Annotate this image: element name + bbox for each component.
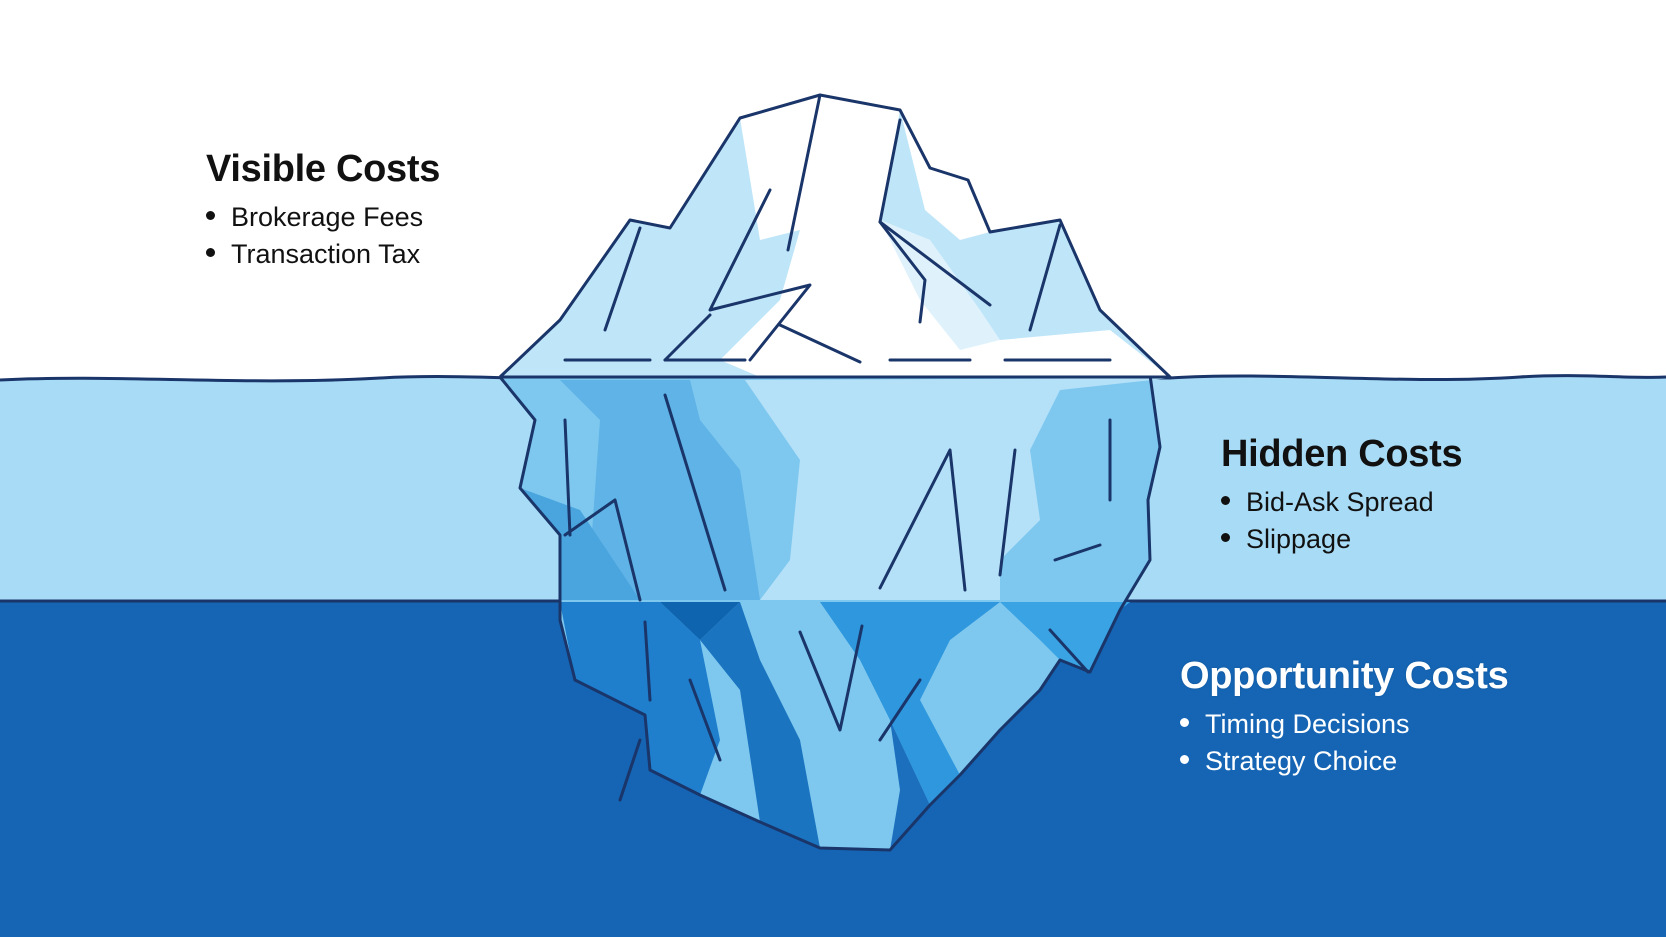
opportunity-costs-section: Opportunity Costs Timing Decisions Strat… [1180,655,1509,780]
hidden-costs-title: Hidden Costs [1221,433,1463,475]
list-item: Slippage [1221,521,1462,558]
bullet-icon [1221,496,1230,506]
bullet-icon [1221,533,1230,543]
hidden-costs-list: Bid-Ask Spread Slippage [1221,484,1462,558]
bullet-icon [1180,755,1189,765]
list-item: Bid-Ask Spread [1221,484,1462,521]
list-item: Timing Decisions [1180,706,1508,743]
visible-costs-list: Brokerage Fees Transaction Tax [206,199,440,273]
visible-costs-title: Visible Costs [206,148,441,190]
opportunity-costs-title: Opportunity Costs [1180,655,1509,697]
list-item: Strategy Choice [1180,743,1508,780]
list-item: Transaction Tax [206,236,440,273]
list-item: Brokerage Fees [206,199,440,236]
bullet-icon [1180,718,1189,728]
iceberg-tip [498,93,1172,379]
opportunity-costs-list: Timing Decisions Strategy Choice [1180,706,1508,780]
iceberg-underwater [498,374,1170,852]
bullet-icon [206,248,215,258]
visible-costs-section: Visible Costs Brokerage Fees Transaction… [206,148,440,273]
bullet-icon [206,211,215,221]
hidden-costs-section: Hidden Costs Bid-Ask Spread Slippage [1221,433,1463,558]
